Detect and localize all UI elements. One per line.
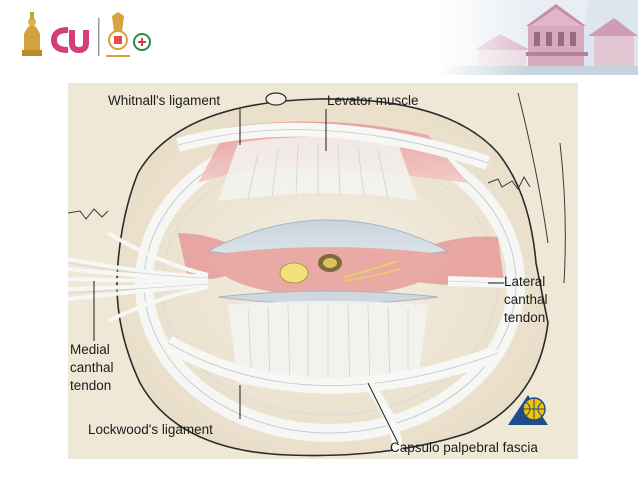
label-levator-muscle: Levator muscle	[327, 93, 419, 108]
label-capsulo-palpebral-fascia: Capsulo palpebral fascia	[390, 440, 538, 455]
crest-icon	[22, 12, 42, 56]
label-lateral-2: canthal	[504, 292, 548, 307]
cu-logo	[50, 26, 90, 54]
logo-group	[22, 12, 151, 57]
medial-tendon-fibers	[67, 231, 209, 323]
anatomy-illustration	[67, 83, 578, 459]
label-medial-1: Medial	[70, 342, 110, 357]
label-lateral-3: tendon	[504, 310, 546, 325]
label-whitnall-ligament: Whitnall's ligament	[108, 93, 221, 108]
header	[0, 0, 638, 75]
label-medial-2: canthal	[70, 360, 114, 375]
building-banner	[438, 0, 638, 75]
leader-lines	[93, 109, 504, 444]
label-medial-3: tendon	[70, 378, 112, 393]
seal-icon	[106, 12, 151, 57]
publisher-logo-icon	[508, 395, 548, 425]
label-lockwood-ligament: Lockwood's ligament	[88, 422, 213, 437]
eyelid-anatomy-figure: Whitnall's ligament Levator muscle Later…	[67, 83, 578, 459]
label-lateral-1: Lateral	[504, 274, 546, 289]
